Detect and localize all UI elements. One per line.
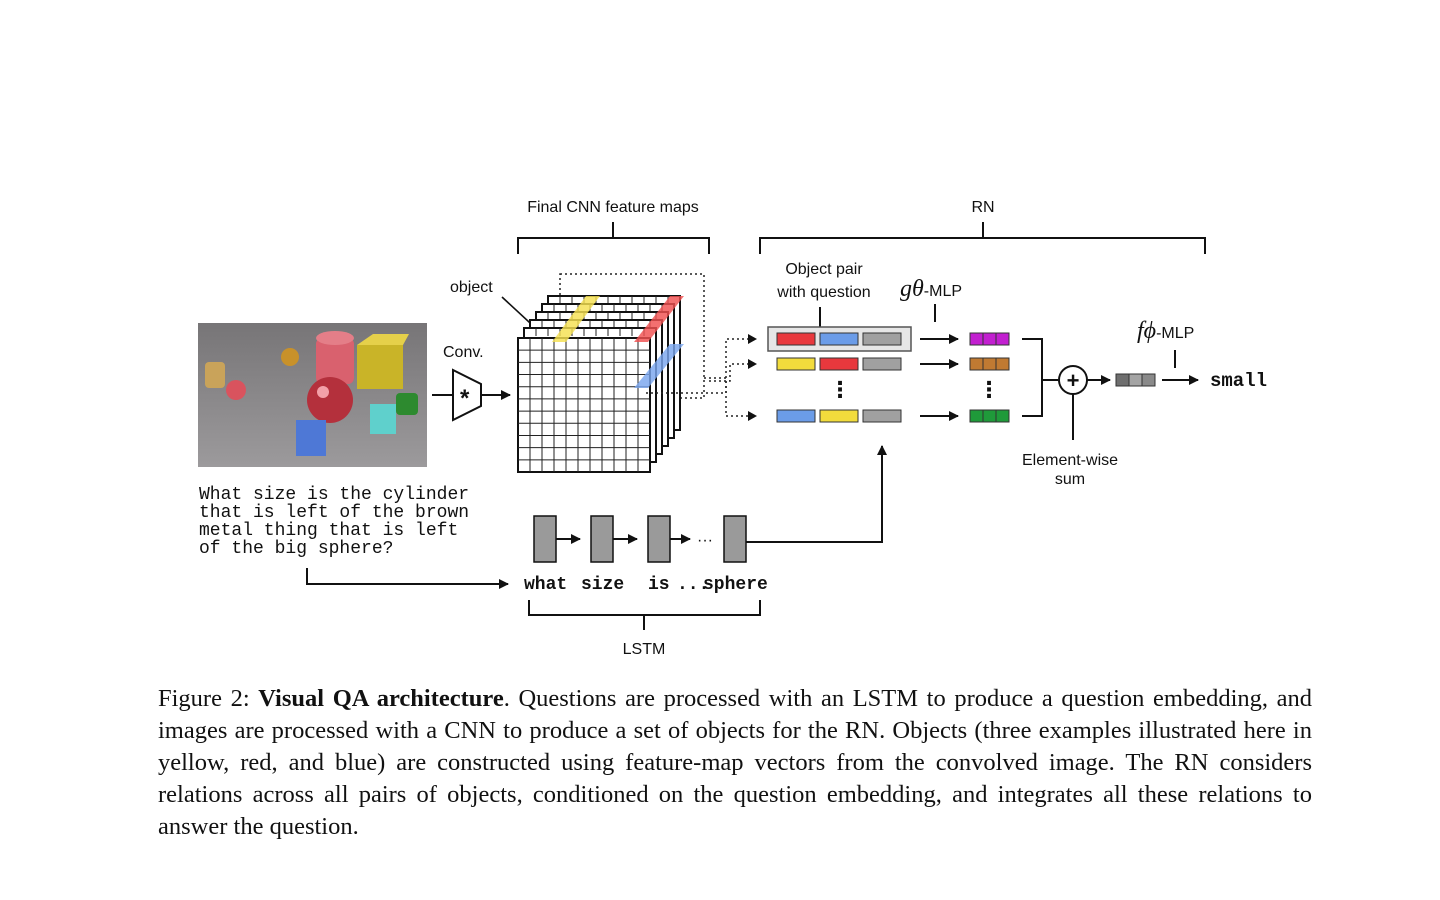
pair2-object-yellow [776,357,816,371]
big-red-sphere-object [307,377,353,423]
figure-title: Visual QA architecture [258,685,504,712]
aggregation-bracket [1022,338,1058,417]
lstm-cell-last [723,515,747,563]
conv-label: Conv. [443,344,484,361]
gold-small-sphere-object [281,348,299,366]
object-label: object [450,279,493,296]
cnn-feature-maps-title: Final CNN feature maps [527,199,699,216]
pair2-question-embedding [862,357,902,371]
lstm-continuation-dots: ··· [697,532,713,549]
g-output-2 [969,357,1010,371]
rn-title: RN [971,199,994,216]
pair-rows-vdots: ⋮ [829,377,851,402]
object-pair-label-line2: with question [776,284,870,301]
lstm-cell-1 [533,515,557,563]
lstm-bracket [528,600,761,630]
g-theta-mlp-label: gθ-MLP [900,276,962,302]
conv-trapezoid [452,368,482,422]
g-output-n [969,409,1010,423]
element-wise-label-line2: sum [1055,471,1085,488]
lstm-label: LSTM [623,641,666,658]
element-wise-label-line1: Element-wise [1022,452,1118,469]
yellow-cylinder-object [205,362,225,388]
g-output-1 [969,332,1010,346]
f-phi-mlp-label: fϕ-MLP [1137,318,1194,344]
object-extraction-connectors [646,334,757,421]
feature-map-front [517,337,651,473]
figure-label: Figure 2: [158,685,250,712]
g-outputs-vdots: ⋮ [978,377,1000,402]
pair2-object-red [819,357,859,371]
pair1-object-blue [819,332,859,346]
pair1-object-red [776,332,816,346]
lstm-input-words: what size is ... sphere [524,575,768,595]
answer-text: small [1210,370,1267,392]
cnn-feature-maps-bracket [517,222,710,254]
object-vector-blue [634,344,684,388]
pairn-object-blue [776,409,816,423]
lstm-cells: ··· [533,515,747,563]
rn-bracket [759,222,1206,254]
convolution-symbol: * [460,385,470,412]
red-small-sphere-object [226,380,246,400]
pairn-object-yellow [819,409,859,423]
plus-symbol: + [1067,368,1080,393]
pair1-question-embedding [862,332,902,346]
object-vector-red [634,296,684,342]
gold-cube-object [357,345,403,389]
object-pair-rows: ⋮ [767,326,912,423]
input-image [198,323,427,467]
question-to-lstm-arrow [306,568,509,589]
question-text: What size is the cylinder that is left o… [199,485,480,559]
object-pair-label-line1: Object pair [785,261,863,278]
feature-map-stack [517,295,684,473]
blue-cube-object [296,420,326,456]
figure-caption: Figure 2: Visual QA architecture. Questi… [158,683,1312,843]
pairn-question-embedding [862,409,902,423]
object-vector-yellow [552,296,600,342]
cyan-cube-object [370,404,396,434]
lstm-cell-2 [590,515,614,563]
summed-relation-vector [1115,373,1156,387]
g-theta-outputs: ⋮ [969,332,1010,423]
caption-body: . Questions are processed with an LSTM t… [158,685,1312,840]
red-cylinder-object [316,338,354,384]
question-embedding-arrow [746,445,887,543]
green-cylinder-object [396,393,418,415]
lstm-cell-3 [647,515,671,563]
